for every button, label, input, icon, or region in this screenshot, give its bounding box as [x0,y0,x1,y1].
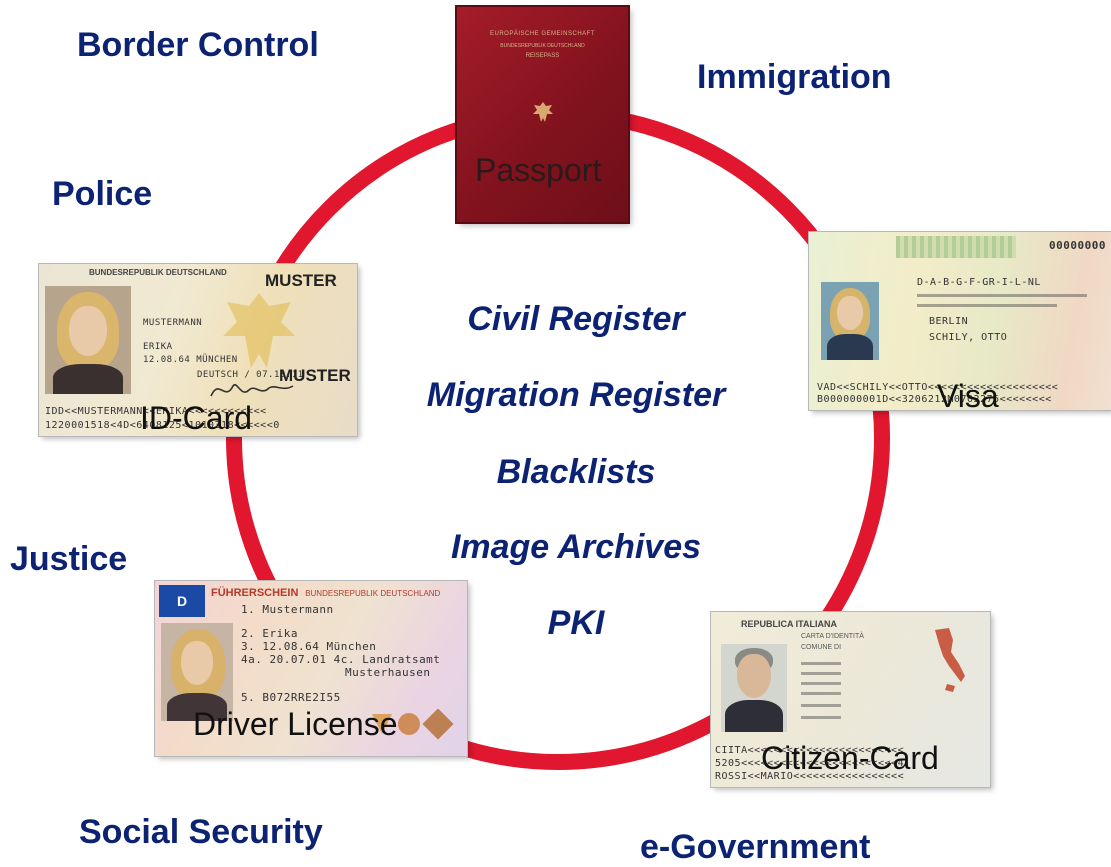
visa-number: 00000000 [1049,239,1106,252]
id-muster-bottom: MUSTER [279,366,351,385]
sector-police: Police [52,175,153,213]
dl-header-title: FÜHRERSCHEIN [211,587,299,599]
cc-mrz-line3: ROSSI<<MARIO<<<<<<<<<<<<<<<<< [715,771,905,782]
id-card-label: ID-Card [140,400,253,436]
driver-license-document: D FÜHRERSCHEIN BUNDESREPUBLIK DEUTSCHLAN… [155,581,467,756]
id-muster-top: MUSTER [265,271,337,290]
visa-mrz-line2: B000000001D<<3206212M0702276<<<<<<<< [817,394,1052,405]
passport-header-text: EUROPÄISCHE GEMEINSCHAFT [489,31,595,37]
register-migration: Migration Register [426,376,726,414]
cc-mrz-line1: CIITA<<<<<<<<<<<<<<<<<<<<<<<< [715,745,905,756]
dl-line2: 2. Erika [241,627,298,640]
sector-border-control: Border Control [77,26,319,64]
cc-mrz-line2: 5205<<<<<<<<<<<<<<<<<<<<<<<<4 [715,758,905,769]
id-header-text: BUNDESREPUBLIK DEUTSCHLAND [89,268,227,277]
dl-line5: Musterhausen [345,666,431,679]
dl-line1: 1. Mustermann [241,603,334,616]
italy-map-icon [935,628,965,692]
dl-country-badge: D [176,593,188,609]
eagle-watermark-icon [223,293,295,368]
dl-header-country: BUNDESREPUBLIK DEUTSCHLAND [305,589,441,598]
visa-photo [821,282,879,360]
sector-immigration: Immigration [697,58,892,96]
dl-line6: 5. B072RRE2I55 [241,691,341,704]
driver-license-label: Driver License [193,706,398,742]
id-mrz-line2: 1220001518<4D<6408125<1010318<<<<<<0 [45,420,280,431]
visa-document: 00000000 D-A-B-G-F-GR-I-L-NL BERLIN SCHI… [809,232,1111,410]
register-blacklists: Blacklists [496,453,656,491]
passport-type-text: REISEPASS [525,53,560,59]
register-pki: PKI [547,604,605,642]
cc-line [801,716,841,719]
visa-mrz-line1: VAD<<SCHILY<<OTTO<<<<<<<<<<<<<<<<<<<< [817,382,1059,393]
id-birth: 12.08.64 MÜNCHEN [143,355,238,365]
citizen-card-label: Citizen-Card [761,740,939,776]
cc-line [801,692,841,695]
visa-holder: SCHILY, OTTO [929,332,1008,343]
visa-line [917,294,1087,297]
visa-line [917,304,1057,307]
passport-document: EUROPÄISCHE GEMEINSCHAFT BUNDESREPUBLIK … [457,7,628,222]
register-civil: Civil Register [467,300,685,338]
id-expiry: DEUTSCH / 07.10.11 [197,370,304,380]
cc-header: REPUBLICA ITALIANA [741,619,837,629]
cc-line [801,662,841,665]
cc-line [801,672,841,675]
cc-comune: COMUNE DI [801,644,842,651]
citizen-card-document: REPUBLICA ITALIANA CARTA D'IDENTITÀ COMU… [711,612,990,787]
cc-line [801,704,841,707]
dl-photo [161,623,233,721]
id-surname: MUSTERMANN [143,318,203,328]
id-mrz-line1: IDD<<MUSTERMANN<<ERIKA<<<<<<<<<<<< [45,406,267,417]
cc-subheader: CARTA D'IDENTITÀ [801,633,864,640]
cc-line [801,682,841,685]
vehicle-class-icons [372,709,454,740]
visa-header-band [896,236,1016,258]
register-image-archives: Image Archives [450,528,702,566]
dl-header: FÜHRERSCHEIN BUNDESREPUBLIK DEUTSCHLAND [211,587,440,599]
id-photo [45,286,131,394]
sector-e-government: e-Government [640,828,871,866]
sector-social-security: Social Security [79,813,323,851]
passport-country-text: BUNDESREPUBLIK DEUTSCHLAND [500,43,585,49]
eagle-emblem-icon [533,102,553,122]
visa-countries: D-A-B-G-F-GR-I-L-NL [917,277,1041,288]
passport-label: Passport [475,152,602,188]
dl-eu-flag: D [159,585,205,617]
id-given-name: ERIKA [143,342,173,352]
id-card-document: BUNDESREPUBLIK DEUTSCHLAND MUSTER MUSTER… [39,264,357,436]
dl-line3: 3. 12.08.64 München [241,640,377,653]
signature-icon [210,383,294,397]
dl-line4: 4a. 20.07.01 4c. Landratsamt [241,653,441,666]
sector-justice: Justice [10,540,128,578]
cc-photo [721,644,787,732]
visa-place: BERLIN [929,316,969,327]
visa-label: Visa [937,378,999,410]
